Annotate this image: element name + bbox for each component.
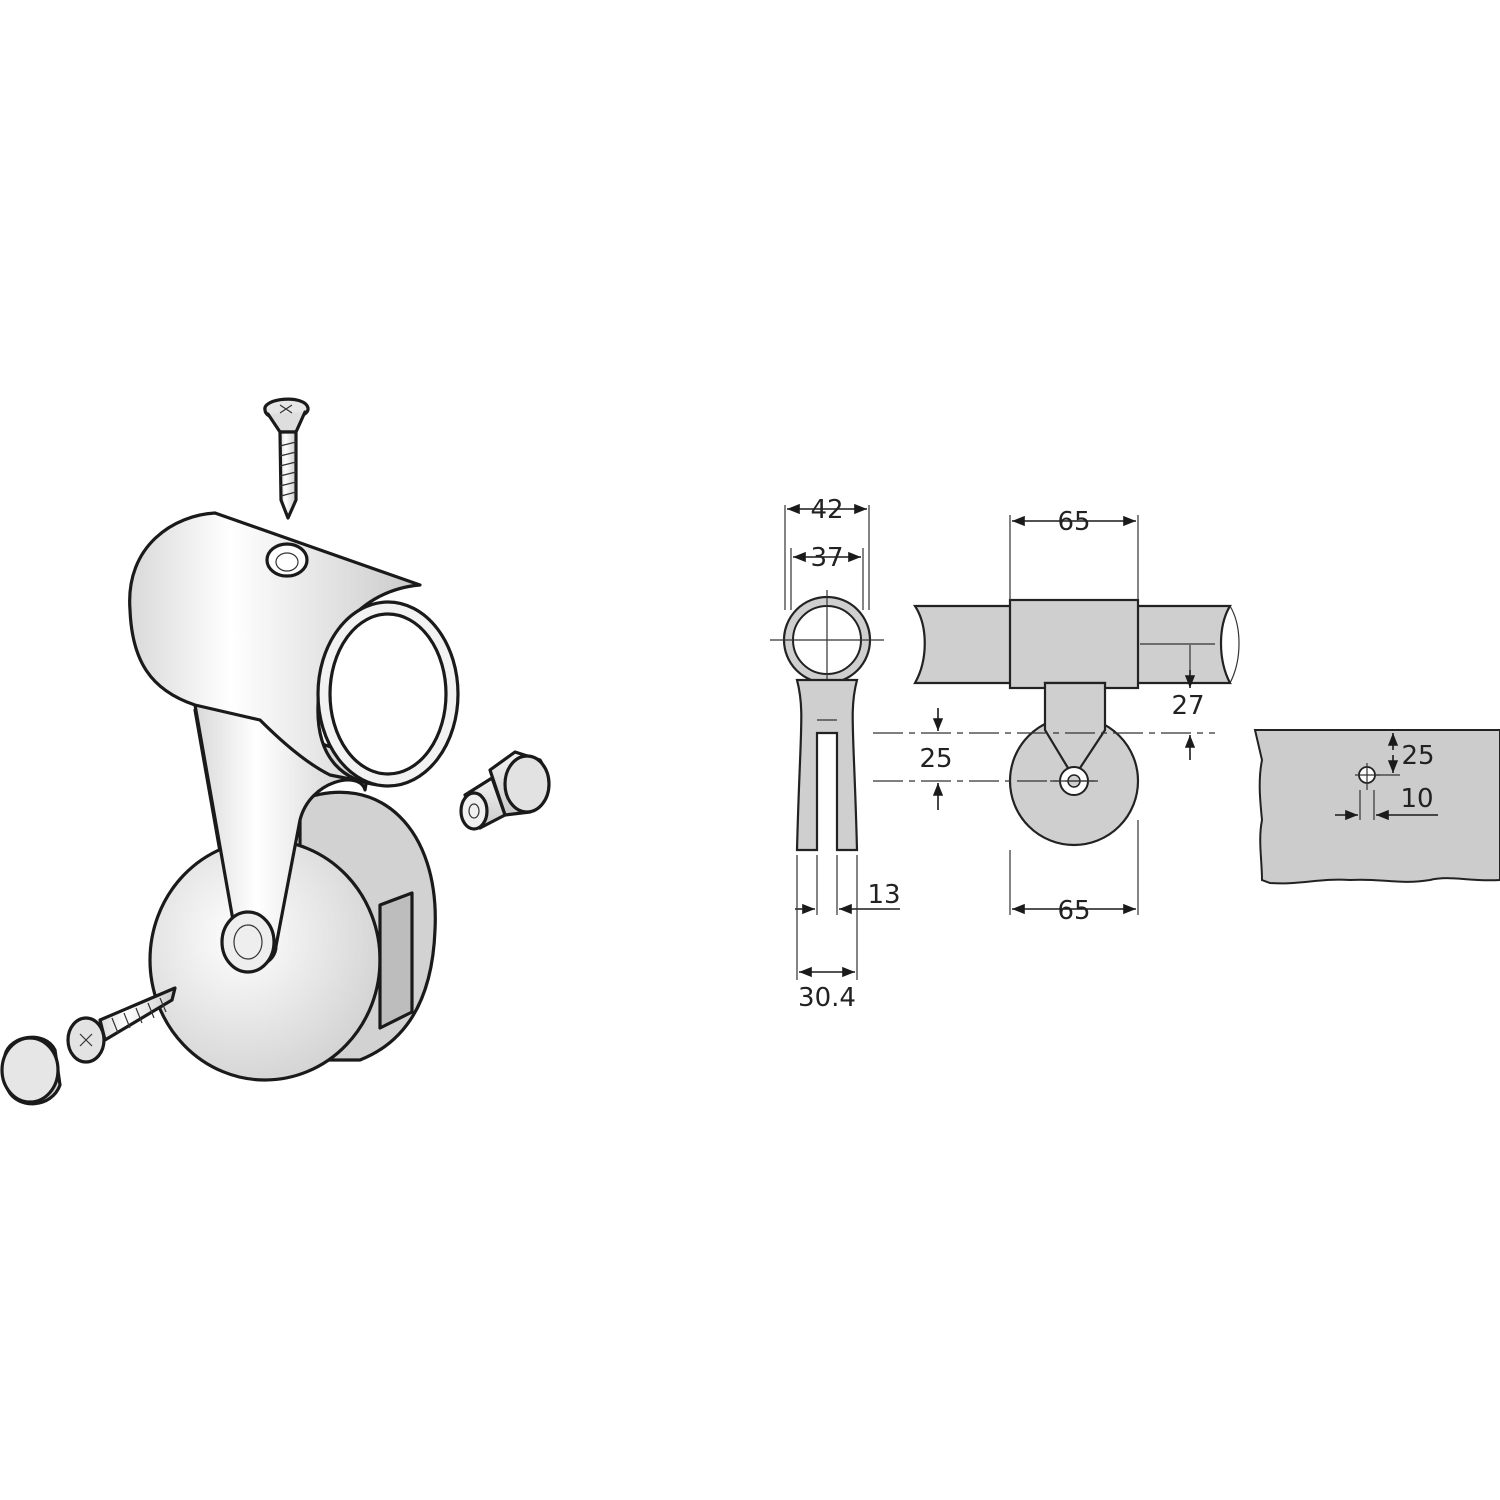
dim-65-top: 65 [1057,507,1090,537]
dim-25-drill: 25 [1401,741,1434,771]
isometric-illustration [0,397,551,1106]
drill-pattern-panel [1253,729,1500,885]
dim-25: 25 [919,744,952,774]
dimension-labels: 42 37 13 30.4 65 65 27 25 25 10 [798,495,1434,1013]
dim-37: 37 [810,543,843,573]
countersunk-screw-icon [263,397,310,520]
cover-cap-icon [0,1035,62,1106]
dim-65-bottom: 65 [1057,896,1090,926]
dim-30-4: 30.4 [798,983,856,1013]
front-view [873,515,1240,915]
dim-10: 10 [1400,784,1433,814]
side-view [770,503,900,980]
countersunk-screw-icon [66,986,177,1064]
dim-42: 42 [810,495,843,525]
dim-13: 13 [867,880,900,910]
locking-pin-icon [459,750,551,831]
rod-sleeve [128,511,460,788]
dim-27: 27 [1171,691,1204,721]
